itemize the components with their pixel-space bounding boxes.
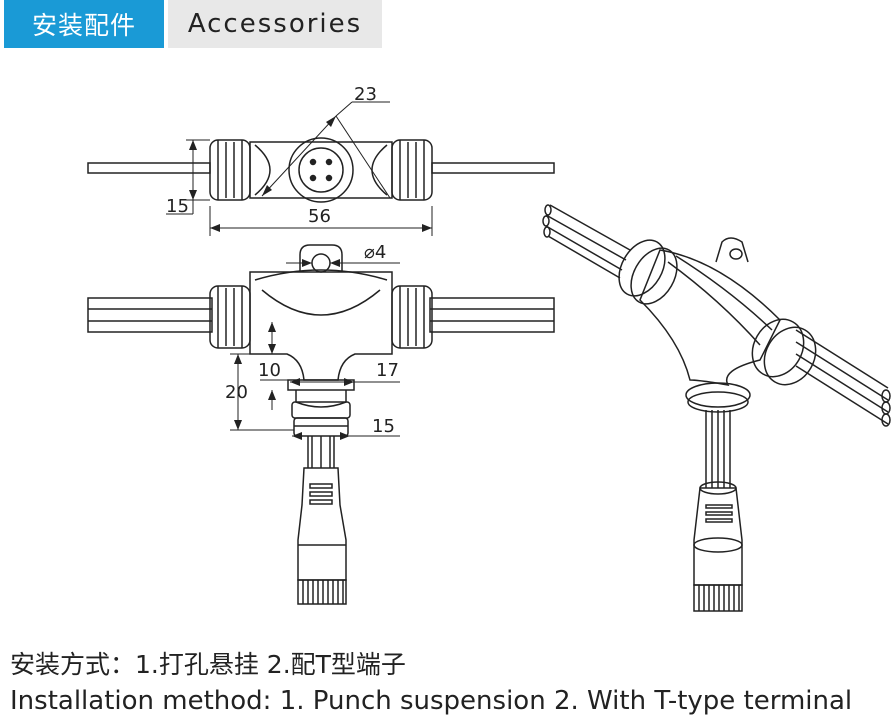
- hanging-tab: [299, 244, 343, 272]
- female-connector: [297, 467, 347, 581]
- section-header: 安装配件 Accessories: [0, 0, 382, 48]
- top-body: [249, 141, 393, 199]
- iso-hanging-tab: [715, 237, 749, 263]
- top-collar-right: [391, 139, 433, 201]
- dim-phi4: ⌀4: [364, 242, 386, 263]
- iso-collar-right: [751, 318, 805, 378]
- top-cable-left: [87, 162, 211, 174]
- dim-15-top: 15: [166, 196, 189, 217]
- iso-stem-ring: [685, 382, 751, 408]
- iso-body: [639, 249, 781, 387]
- top-view: [87, 101, 555, 236]
- caption-english: Installation method: 1. Punch suspension…: [10, 686, 853, 716]
- top-socket-outer: [288, 137, 354, 203]
- dim-10: 10: [258, 360, 281, 381]
- isometric-view: [542, 204, 891, 612]
- iso-threaded-end: [693, 584, 743, 612]
- dim-17: 17: [376, 360, 399, 381]
- front-cable-right: [429, 297, 555, 333]
- caption-chinese: 安装方式：1.打孔悬挂 2.配T型端子: [10, 650, 406, 679]
- title-english: Accessories: [168, 0, 382, 48]
- top-collar-left: [209, 139, 251, 201]
- connector-technical-drawing: 23 15 56 ⌀4 10 17 20 15: [87, 84, 891, 612]
- front-collar-left: [209, 285, 251, 349]
- front-collar-right: [391, 285, 433, 349]
- title-chinese: 安装配件: [4, 0, 164, 48]
- threaded-end: [297, 579, 347, 605]
- front-view: [87, 244, 555, 605]
- dim-56: 56: [308, 206, 331, 227]
- front-stem-ring: [287, 379, 355, 391]
- iso-collar-left: [618, 239, 666, 297]
- dim-23: 23: [354, 84, 377, 105]
- dim-15-bottom: 15: [372, 416, 395, 437]
- dim-20: 20: [225, 382, 248, 403]
- iso-female-connector: [693, 487, 743, 586]
- top-cable-right: [431, 162, 555, 174]
- front-cable-left: [87, 297, 213, 333]
- top-socket-inner: [298, 147, 344, 193]
